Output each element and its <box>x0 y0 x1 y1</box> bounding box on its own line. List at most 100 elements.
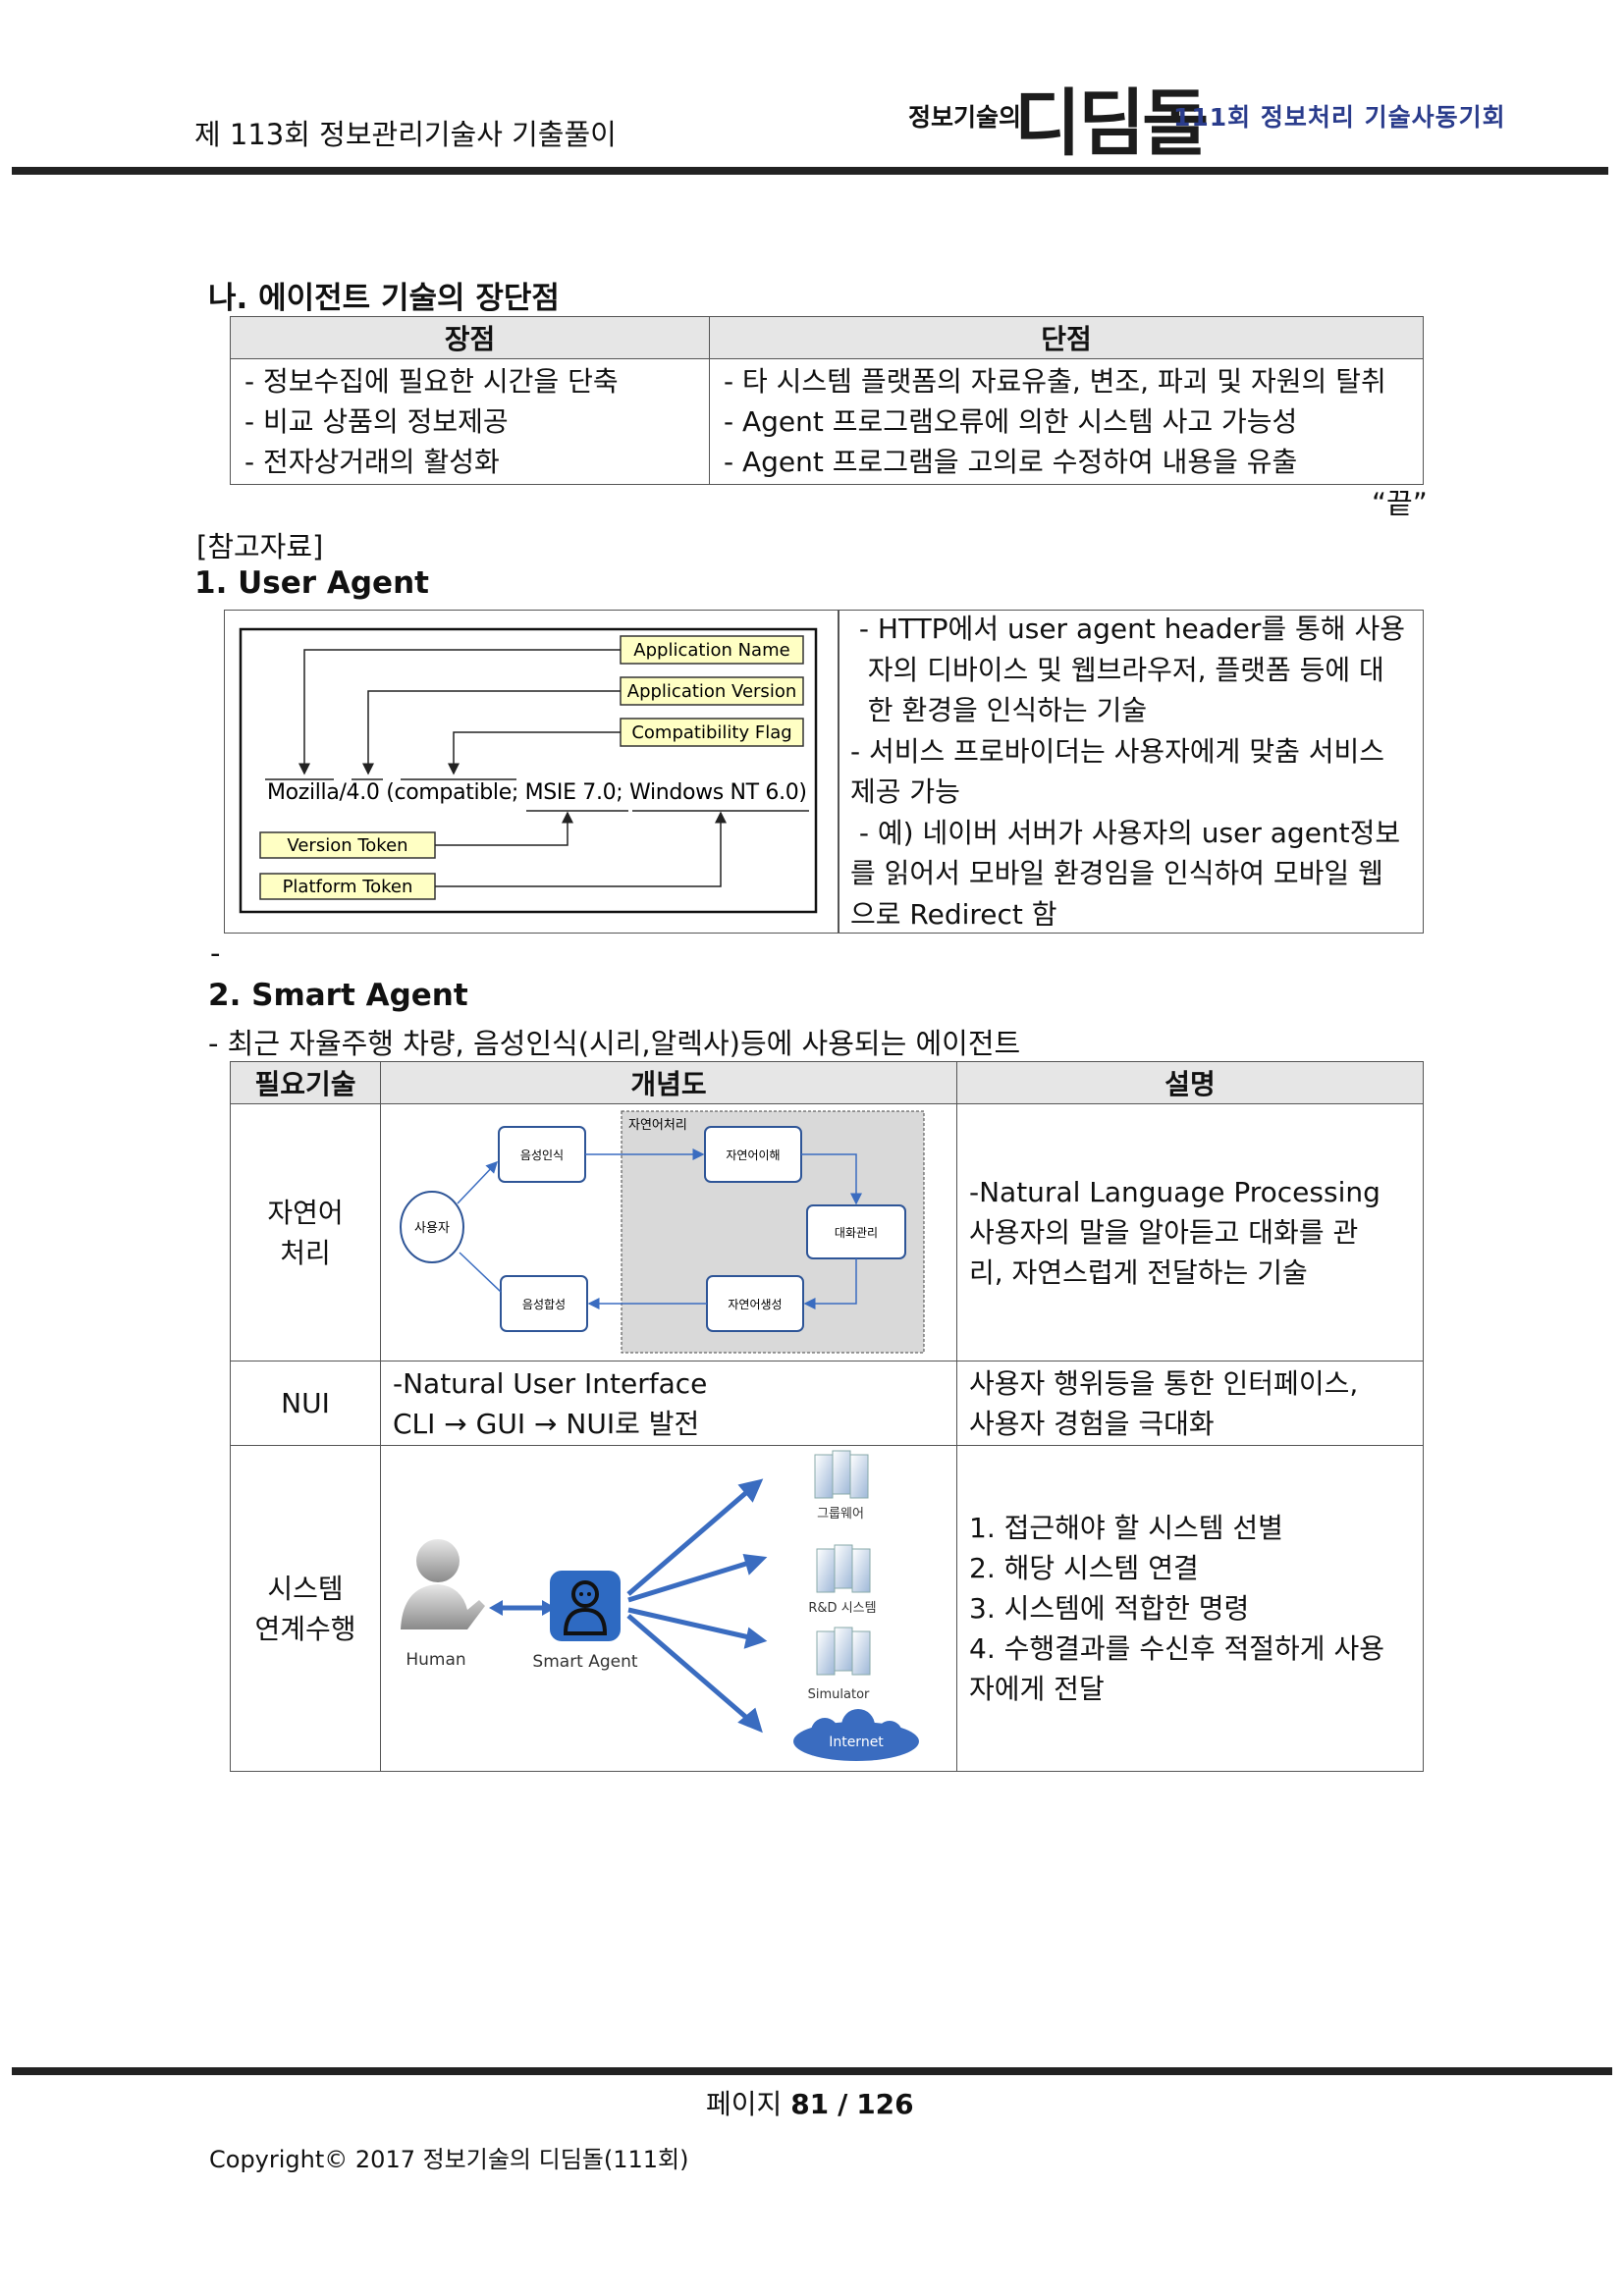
nui-tech-cell: NUI <box>230 1361 381 1446</box>
nui-desc-cell: 사용자 행위등을 통한 인터페이스, 사용자 경험을 극대화 <box>956 1361 1424 1446</box>
section-heading: 나. 에이전트 기술의 장단점 <box>208 281 560 316</box>
header-tech: 필요기술 <box>230 1061 381 1104</box>
app-name-label: Application Name <box>633 640 789 661</box>
smart-agent-heading: 2. Smart Agent <box>208 978 468 1013</box>
desc-line: -Natural Language Processing <box>969 1176 1380 1208</box>
human-label: Human <box>406 1650 465 1670</box>
list-item: - Agent 프로그램오류에 의한 시스템 사고 가능성 <box>724 405 1298 438</box>
tech-line: 자연어 <box>267 1196 344 1229</box>
smart-agent-icon <box>550 1570 621 1641</box>
concept-line: CLI → GUI → NUI로 발전 <box>393 1407 700 1440</box>
ua-box-divider <box>838 610 839 934</box>
cons-header: 단점 <box>709 316 1424 359</box>
tech-line: 시스템 <box>267 1572 344 1605</box>
nl-understand-node: 자연어이해 <box>726 1148 780 1162</box>
copyright: Copyright© 2017 정보기술의 디딤돌(111회) <box>209 2146 689 2173</box>
page-separator: / <box>838 2088 848 2120</box>
agent-label: Smart Agent <box>532 1652 637 1672</box>
nl-generate-node: 자연어생성 <box>728 1298 782 1311</box>
logo-prefix: 정보기술의 <box>908 103 1022 132</box>
desc-line: 리, 자연스럽게 전달하는 기술 <box>969 1256 1308 1289</box>
desc-line: 자의 디바이스 및 웹브라우저, 플랫폼 등에 대 <box>850 653 1384 686</box>
desc-line: - HTTP에서 user agent header를 통해 사용 <box>850 613 1405 645</box>
page-total: 126 <box>856 2088 914 2120</box>
list-item: - 정보수집에 필요한 시간을 단축 <box>244 365 619 398</box>
rnd-label: R&D 시스템 <box>808 1601 876 1616</box>
desc-line: 사용자 경험을 극대화 <box>969 1407 1215 1440</box>
internet-cloud-icon <box>793 1708 919 1761</box>
document-title: 제 113회 정보관리기술사 기출풀이 <box>194 118 617 151</box>
compat-flag-label: Compatibility Flag <box>631 722 791 743</box>
human-icon <box>401 1538 485 1629</box>
desc-line: 사용자의 말을 알아듣고 대화를 관 <box>969 1216 1359 1249</box>
nlp-group-label: 자연어처리 <box>628 1118 687 1133</box>
desc-line: - 예) 네이버 서버가 사용자의 user agent정보 <box>850 816 1401 849</box>
list-item: - Agent 프로그램을 고의로 수정하여 내용을 유출 <box>724 446 1298 478</box>
desc-line: 1. 접근해야 할 시스템 선별 <box>969 1512 1283 1544</box>
desc-line: 제공 가능 <box>850 775 960 808</box>
simulator-server-icon <box>816 1627 871 1675</box>
groupware-label: 그룹웨어 <box>817 1507 864 1522</box>
desc-line: 를 읽어서 모바일 환경임을 인식하여 모바일 웹 <box>850 857 1383 889</box>
user-agent-diagram: Application Name Application Version Com… <box>239 627 818 914</box>
user-node: 사용자 <box>414 1221 450 1236</box>
internet-label: Internet <box>829 1735 884 1750</box>
version-token-label: Version Token <box>287 835 407 856</box>
end-mark: “끝” <box>1372 487 1428 520</box>
nui-concept-cell: -Natural User Interface CLI → GUI → NUI로… <box>380 1361 957 1446</box>
tech-line: 처리 <box>280 1236 331 1269</box>
desc-line: 3. 시스템에 적합한 명령 <box>969 1592 1250 1625</box>
desc-line: 자에게 전달 <box>969 1673 1105 1705</box>
system-desc-cell: 1. 접근해야 할 시스템 선별 2. 해당 시스템 연결 3. 시스템에 적합… <box>956 1445 1424 1772</box>
desc-line: 한 환경을 인식하는 기술 <box>850 694 1148 726</box>
system-diagram-cell: Human Smart Agent <box>380 1445 957 1772</box>
tech-line: 연계수행 <box>254 1612 356 1645</box>
desc-line: 으로 Redirect 함 <box>850 897 1057 931</box>
desc-line: - 서비스 프로바이더는 사용자에게 맞춤 서비스 <box>850 734 1385 768</box>
nlp-desc-cell: -Natural Language Processing 사용자의 말을 알아듣… <box>956 1103 1424 1362</box>
desc-line: 4. 수행결과를 수신후 적절하게 사용 <box>969 1632 1384 1665</box>
nlp-diagram-cell: 자연어처리 사용자 음성인식 자연어이해 대화관리 자연어생성 음성합성 <box>380 1103 957 1362</box>
pros-header: 장점 <box>230 316 710 359</box>
list-item: - 타 시스템 플랫폼의 자료유출, 변조, 파괴 및 자원의 탈취 <box>724 365 1386 398</box>
smart-agent-intro: - 최근 자율주행 차량, 음성인식(시리,알렉사)등에 사용되는 에이전트 <box>208 1027 1021 1060</box>
platform-token-label: Platform Token <box>283 877 413 897</box>
concept-line: -Natural User Interface <box>393 1366 708 1400</box>
nlp-diagram: 자연어처리 사용자 음성인식 자연어이해 대화관리 자연어생성 음성합성 <box>400 1110 925 1353</box>
pros-cons-table: 장점 단점 - 정보수집에 필요한 시간을 단축 - 비교 상품의 정보제공 -… <box>230 316 1424 485</box>
app-version-label: Application Version <box>627 681 797 702</box>
user-agent-description: - HTTP에서 user agent header를 통해 사용 자의 디바이… <box>850 609 1410 934</box>
system-tech-cell: 시스템 연계수행 <box>230 1445 381 1772</box>
page-number: 페이지 81 / 126 <box>706 2083 914 2122</box>
header-concept: 개념도 <box>380 1061 957 1104</box>
user-agent-heading: 1. User Agent <box>194 565 429 601</box>
dialog-mgmt-node: 대화관리 <box>835 1226 878 1240</box>
reference-label: [참고자료] <box>196 530 324 563</box>
page-current: 81 <box>790 2088 830 2120</box>
header-desc: 설명 <box>956 1061 1424 1104</box>
logo-main: 디딤돌 <box>1014 81 1209 166</box>
smart-agent-table: 필요기술 개념도 설명 자연어 처리 자연어처리 사용자 음성인식 <box>230 1061 1424 1772</box>
ua-string: Mozilla/4.0 (compatible; MSIE 7.0; Windo… <box>267 780 807 805</box>
list-item: - 전자상거래의 활성화 <box>244 446 500 478</box>
desc-line: 사용자 행위등을 통한 인터페이스, <box>969 1366 1359 1400</box>
logo-subtitle: 111회 정보처리 기술사동기회 <box>1173 103 1506 132</box>
nlp-tech-cell: 자연어 처리 <box>230 1103 381 1362</box>
page-label: 페이지 <box>706 2088 783 2120</box>
footer-divider <box>12 2067 1612 2075</box>
desc-line: 2. 해당 시스템 연결 <box>969 1552 1199 1584</box>
header-divider <box>12 167 1608 175</box>
bidirectional-arrow-icon <box>489 1599 556 1616</box>
rnd-server-icon <box>816 1544 871 1592</box>
user-agent-box <box>224 610 1424 934</box>
groupware-server-icon <box>814 1450 869 1498</box>
distribution-arrows-icon <box>626 1477 768 1733</box>
list-item: - 비교 상품의 정보제공 <box>244 405 509 438</box>
simulator-label: Simulator <box>808 1687 870 1702</box>
cons-cell: - 타 시스템 플랫폼의 자료유출, 변조, 파괴 및 자원의 탈취 - Age… <box>709 358 1424 485</box>
separator-dash: - <box>210 936 221 970</box>
system-diagram: Human Smart Agent <box>401 1450 919 1761</box>
speech-synth-node: 음성합성 <box>522 1298 566 1311</box>
speech-recog-node: 음성인식 <box>520 1148 564 1162</box>
pros-cell: - 정보수집에 필요한 시간을 단축 - 비교 상품의 정보제공 - 전자상거래… <box>230 358 710 485</box>
